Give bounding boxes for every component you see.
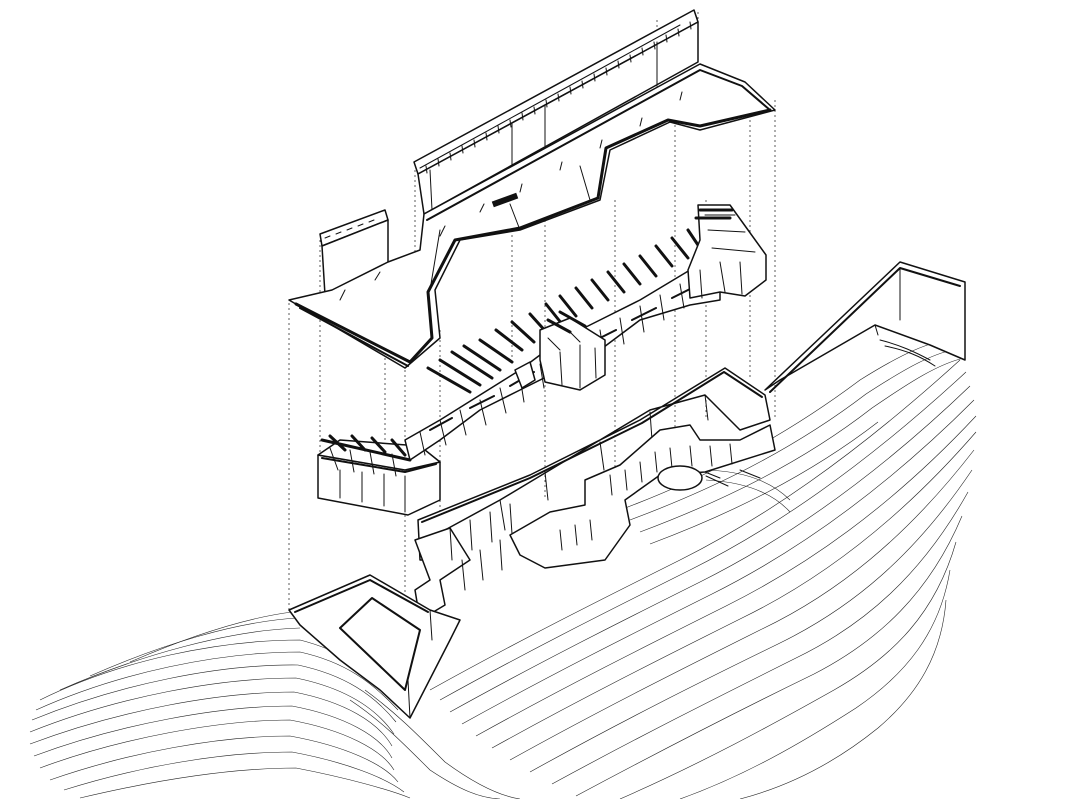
roof-terrace-slab [288, 63, 776, 369]
cell-cluster-center [514, 310, 606, 391]
skylight-slot [491, 192, 519, 208]
parapet-wall-long [413, 9, 699, 215]
cistern-oval [657, 465, 703, 491]
fortification-wall-level [288, 261, 966, 719]
triangular-bastion [288, 574, 461, 719]
wall-segment-left [414, 503, 513, 621]
cell-cluster-right [687, 204, 767, 299]
bastion-mid [509, 424, 776, 569]
rock-hatching [699, 339, 936, 487]
roof-terrace-level [288, 9, 776, 369]
terrain-contours [29, 337, 977, 799]
outer-wall-right [764, 261, 966, 393]
contours-lower-left [29, 611, 521, 799]
cell-level [317, 204, 767, 516]
contours-right-shore [429, 337, 977, 799]
